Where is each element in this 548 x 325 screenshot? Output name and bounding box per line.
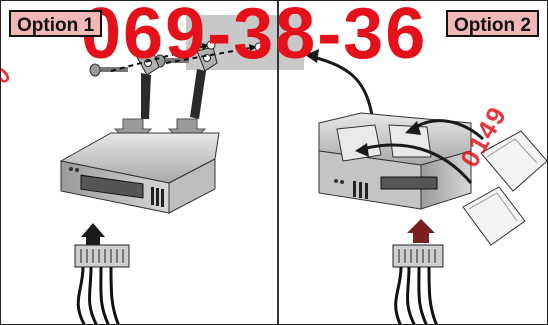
screw-right <box>154 54 189 68</box>
adhesive-pad-1 <box>480 130 547 192</box>
connector-right <box>392 244 444 324</box>
option-2-panel <box>305 49 547 324</box>
screw-left <box>89 63 128 77</box>
mount-hole-1 <box>206 40 216 50</box>
up-arrow-left <box>81 223 105 245</box>
option-1-label: Option 1 <box>9 10 103 37</box>
device-box-left <box>59 132 220 214</box>
mounting-bracket-left <box>136 50 160 119</box>
panel-divider <box>277 1 279 324</box>
connector-left <box>74 244 130 324</box>
guide-arrow-2 <box>165 46 257 64</box>
up-arrow-right <box>407 219 435 243</box>
curve-arrow-mid <box>412 119 485 141</box>
mount-hole-2 <box>254 42 264 52</box>
guide-arrow-1 <box>110 44 210 72</box>
curve-arrow-top <box>312 55 375 122</box>
curve-arrow-low <box>362 143 473 184</box>
adhesive-pad-2 <box>462 186 526 246</box>
option-1-panel <box>59 15 304 324</box>
option-2-label: Option 2 <box>445 10 539 37</box>
